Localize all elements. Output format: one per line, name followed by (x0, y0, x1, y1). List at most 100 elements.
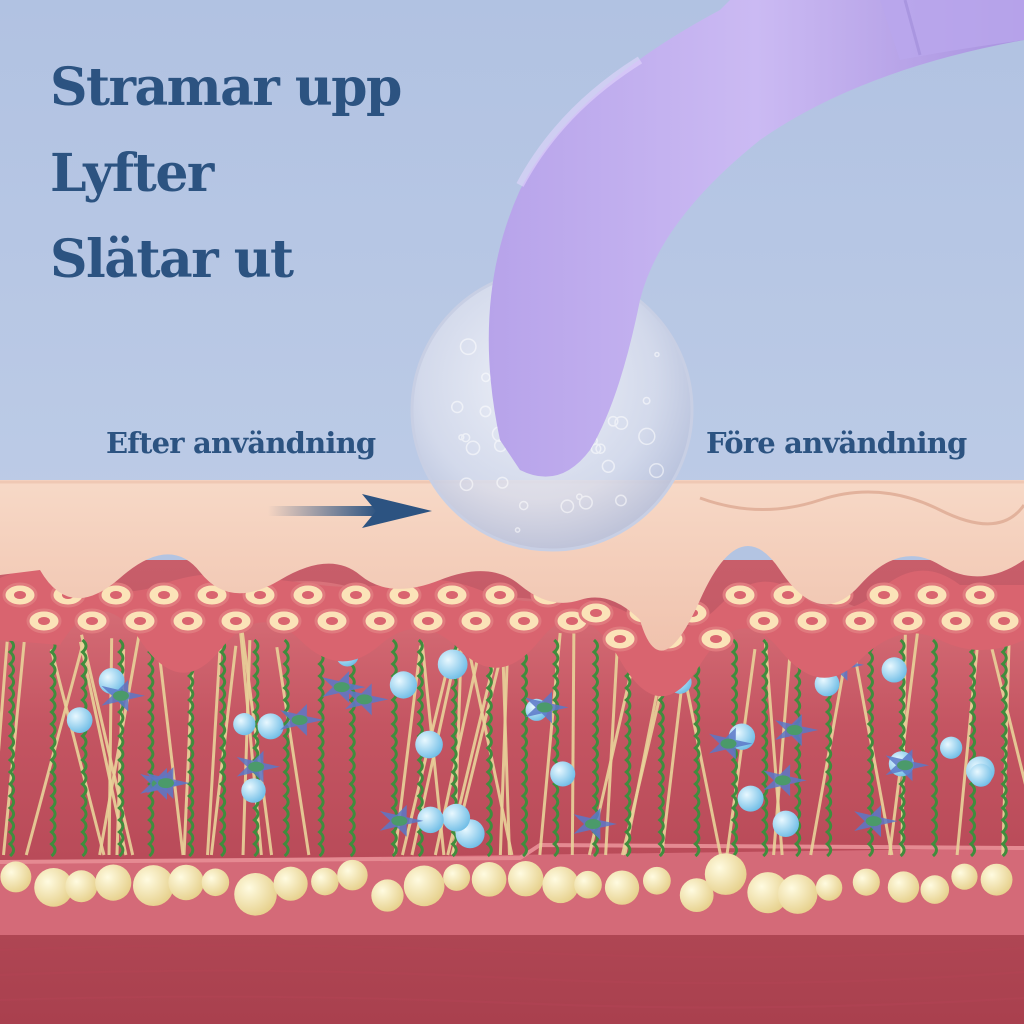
fibroblast-nucleus (291, 714, 308, 725)
elastin-fiber (218, 638, 227, 858)
elastin-fiber (147, 638, 155, 858)
elastin-fiber (968, 638, 977, 858)
fat-cell-icon (747, 872, 789, 914)
basal-cell-nucleus (230, 617, 242, 625)
elastin-fiber (317, 638, 325, 858)
fibroblast-nucleus (112, 690, 129, 701)
basal-cell-nucleus (398, 591, 410, 599)
roller-bubble (560, 499, 575, 514)
fat-cell-icon (65, 870, 98, 903)
elastin-fiber (80, 638, 88, 858)
basal-cell-nucleus (710, 635, 722, 643)
fibroblast-nucleus (391, 815, 408, 826)
fat-cell-icon (273, 866, 308, 901)
deep-layer-lines (0, 944, 1024, 1009)
elastin-fiber (551, 638, 560, 858)
roller-bubble (595, 443, 606, 454)
label-after-use: Efter användning (106, 426, 376, 460)
basal-cell-nucleus (614, 635, 626, 643)
roller-bubble (459, 477, 474, 492)
hyaluronic-sphere (437, 649, 468, 680)
fat-cell-icon (777, 874, 818, 914)
roller-bubble (514, 527, 521, 533)
roller-bubble (465, 440, 481, 456)
fibroblast-nucleus (897, 760, 914, 771)
headline-firming: Stramar upp (50, 57, 402, 118)
fat-cell-icon (679, 878, 714, 913)
hyaluronic-sphere (772, 810, 799, 837)
fat-cell-icon (34, 868, 73, 907)
basal-cell-nucleus (302, 591, 314, 599)
headline-lifting: Lyfter (50, 143, 214, 204)
hyaluronic-sphere (969, 763, 993, 787)
epidermis-wrinkle (699, 490, 1024, 526)
basal-cell-nucleus (14, 591, 26, 599)
basal-cell-nucleus (206, 591, 218, 599)
elastin-fiber (624, 638, 632, 858)
roller-bubble (601, 459, 615, 473)
fat-cell-icon (443, 863, 471, 891)
hyaluronic-sphere (233, 712, 256, 736)
ice-roller-icon (410, 0, 1024, 552)
roller-bubble (642, 396, 651, 405)
basal-cell-nucleus (446, 591, 458, 599)
elastin-fiber (930, 638, 938, 858)
hyaluronic-sphere (939, 736, 963, 759)
fat-cell-icon (542, 866, 579, 904)
fat-cell-icon (951, 863, 978, 890)
roller-bubble (496, 476, 509, 489)
fibroblast-nucleus (774, 775, 791, 786)
collagen-fiber (206, 643, 222, 856)
collagen-fiber (498, 646, 510, 856)
hyaluronic-sphere (66, 707, 93, 733)
roller-bubble (518, 500, 529, 511)
collagen-fiber (156, 643, 185, 856)
collagen-fiber (2, 637, 27, 856)
collagen-fiber (98, 629, 142, 856)
basal-cell-nucleus (470, 617, 482, 625)
basal-cell-nucleus (86, 617, 98, 625)
basal-cell-nucleus (902, 617, 914, 625)
label-before-use: Före användning (706, 426, 967, 460)
roller-bubble (607, 415, 619, 427)
roller-bubble (578, 495, 593, 510)
fat-cell-icon (201, 868, 230, 897)
fibroblast-nucleus (536, 702, 553, 713)
hyaluronic-sphere (389, 671, 418, 699)
elastin-fiber (252, 638, 260, 858)
basal-cell-nucleus (758, 617, 770, 625)
roller-bubble (654, 351, 660, 358)
collagen-fiber (0, 641, 9, 752)
basal-cell-nucleus (134, 617, 146, 625)
fibroblast-nucleus (157, 778, 174, 789)
hyaluronic-sphere (881, 657, 907, 683)
elastin-fiber (348, 638, 356, 858)
basal-cell-nucleus (566, 617, 578, 625)
collagen-fiber (955, 638, 980, 856)
fat-cell-icon (642, 866, 671, 895)
basal-cell-nucleus (998, 617, 1010, 625)
fibroblast-nucleus (865, 816, 882, 827)
roller-bubble (450, 400, 464, 414)
fibroblast-nucleus (786, 725, 803, 736)
collagen-fiber (49, 649, 106, 856)
fibroblast-nucleus (248, 761, 265, 772)
fat-cell-icon (980, 863, 1013, 896)
basal-cell-nucleus (350, 591, 362, 599)
hyaluronic-sphere (737, 785, 764, 812)
basal-cell-nucleus (494, 591, 506, 599)
basal-cell-nucleus (374, 617, 386, 625)
hyaluronic-sphere (814, 671, 840, 697)
basal-cell-nucleus (38, 617, 50, 625)
basal-cell-nucleus (878, 591, 890, 599)
fat-cell-icon (95, 864, 132, 901)
roller-bubble (648, 463, 665, 479)
collagen-fiber (570, 633, 576, 856)
fat-cell-icon (815, 874, 843, 901)
basal-cell-nucleus (182, 617, 194, 625)
collagen-fiber (500, 632, 511, 856)
basal-cell-nucleus (422, 617, 434, 625)
fat-cell-icon (604, 870, 640, 905)
elastin-fiber (485, 638, 493, 858)
